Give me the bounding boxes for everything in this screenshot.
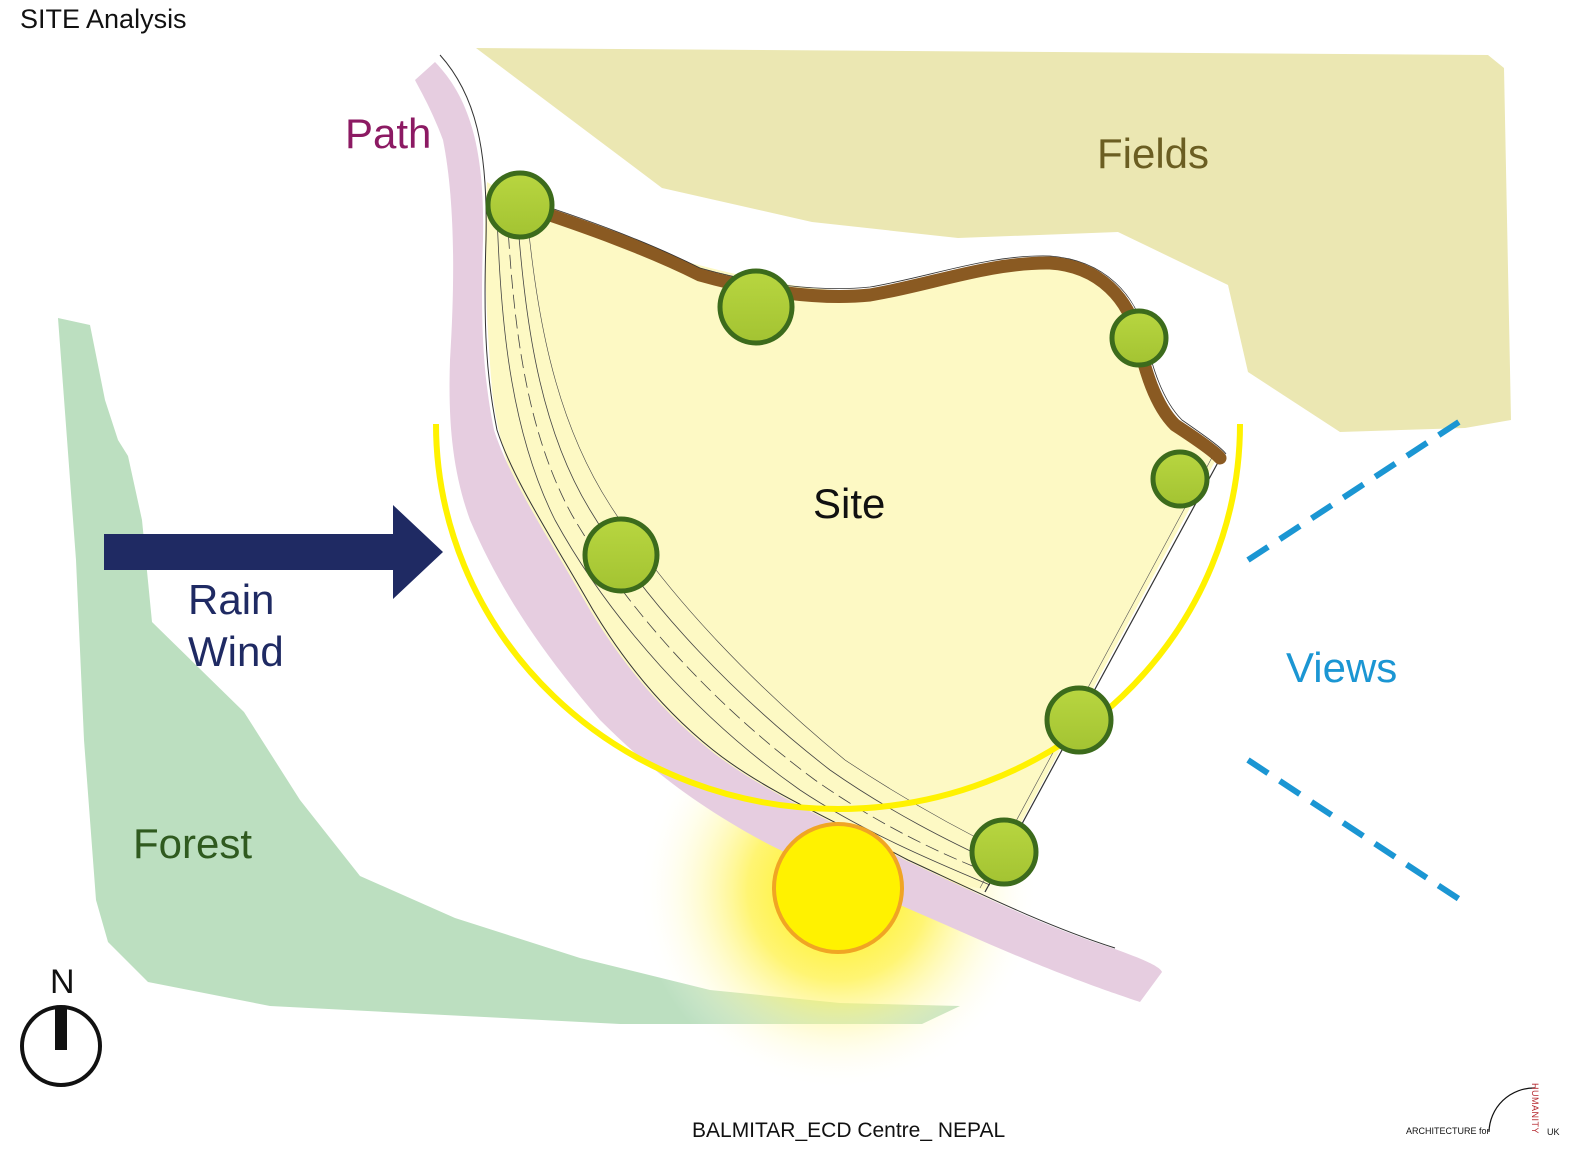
contour-line bbox=[505, 194, 996, 876]
rain-label: Rain bbox=[188, 576, 275, 623]
views-label: Views bbox=[1286, 644, 1398, 691]
forest-area bbox=[58, 318, 960, 1024]
logo-architecture-text: ARCHITECTURE for bbox=[1406, 1126, 1490, 1136]
site-boundary-outline bbox=[519, 197, 1227, 455]
rain-wind-label: Rain Wind bbox=[188, 574, 284, 678]
logo-uk-text: UK bbox=[1547, 1127, 1560, 1137]
tree-group bbox=[485, 170, 1210, 887]
path-label: Path bbox=[345, 110, 432, 157]
north-compass-icon bbox=[20, 1005, 102, 1087]
tree-icon bbox=[1044, 685, 1114, 755]
arrow-right-icon bbox=[104, 505, 443, 599]
path-edge bbox=[439, 54, 1116, 949]
sun-icon bbox=[772, 822, 904, 954]
fields-area bbox=[476, 48, 1511, 432]
tree-icon bbox=[717, 268, 795, 346]
views-line-upper bbox=[1246, 413, 1470, 563]
site-label: Site bbox=[813, 480, 886, 527]
tree-icon bbox=[485, 170, 555, 240]
forest-label: Forest bbox=[133, 820, 253, 867]
wind-label: Wind bbox=[188, 628, 284, 675]
sun-path-arc bbox=[433, 423, 1243, 812]
site-edge bbox=[979, 449, 1217, 889]
tree-icon bbox=[1150, 449, 1210, 509]
page-title: SITE Analysis bbox=[20, 4, 187, 34]
contour-line bbox=[495, 189, 991, 886]
tree-icon bbox=[969, 817, 1039, 887]
site-edge bbox=[984, 454, 1223, 893]
tree-icon bbox=[1109, 308, 1169, 368]
views-line-lower bbox=[1246, 757, 1470, 908]
site-boundary bbox=[513, 198, 1227, 465]
contour-line bbox=[515, 199, 1001, 866]
logo-humanity-text: HUMANITY bbox=[1530, 1083, 1540, 1134]
north-label: N bbox=[50, 963, 75, 1001]
footer-caption: BALMITAR_ECD Centre_ NEPAL bbox=[692, 1119, 1006, 1142]
fields-label: Fields bbox=[1097, 130, 1210, 177]
tree-icon bbox=[582, 516, 660, 594]
logo-arc-icon bbox=[1488, 1087, 1536, 1133]
path-road bbox=[415, 62, 1162, 1002]
